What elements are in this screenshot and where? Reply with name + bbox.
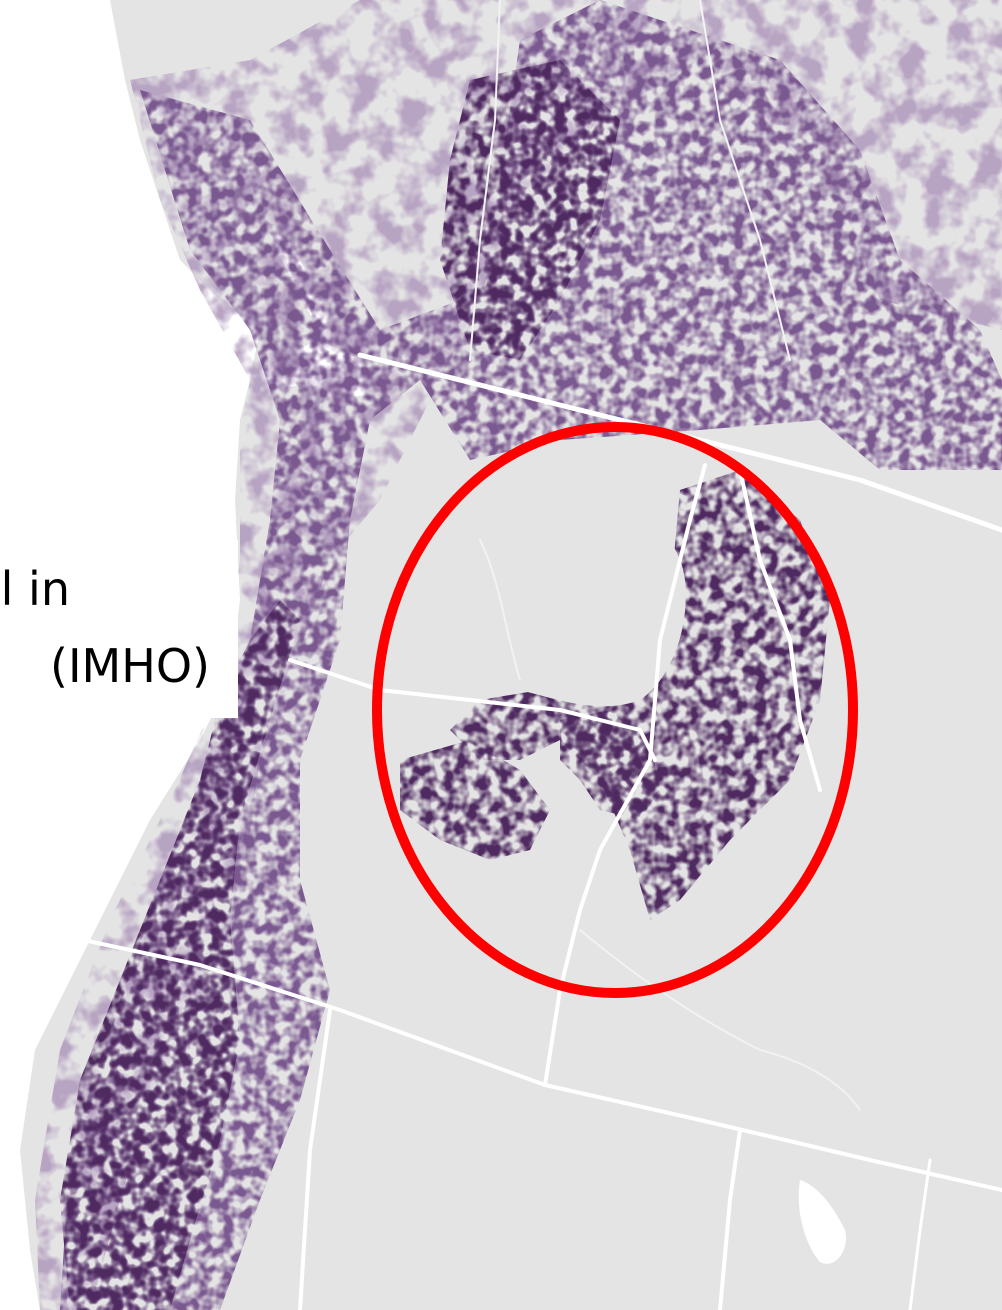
boundary-lines [58, 0, 1002, 1310]
caption-line-1: l in [0, 562, 70, 616]
caption-box: l in (IMHO) [0, 540, 238, 718]
caption-line-2: (IMHO) [50, 639, 210, 693]
highlight-ellipse [372, 422, 858, 998]
plateau-area [398, 505, 686, 707]
